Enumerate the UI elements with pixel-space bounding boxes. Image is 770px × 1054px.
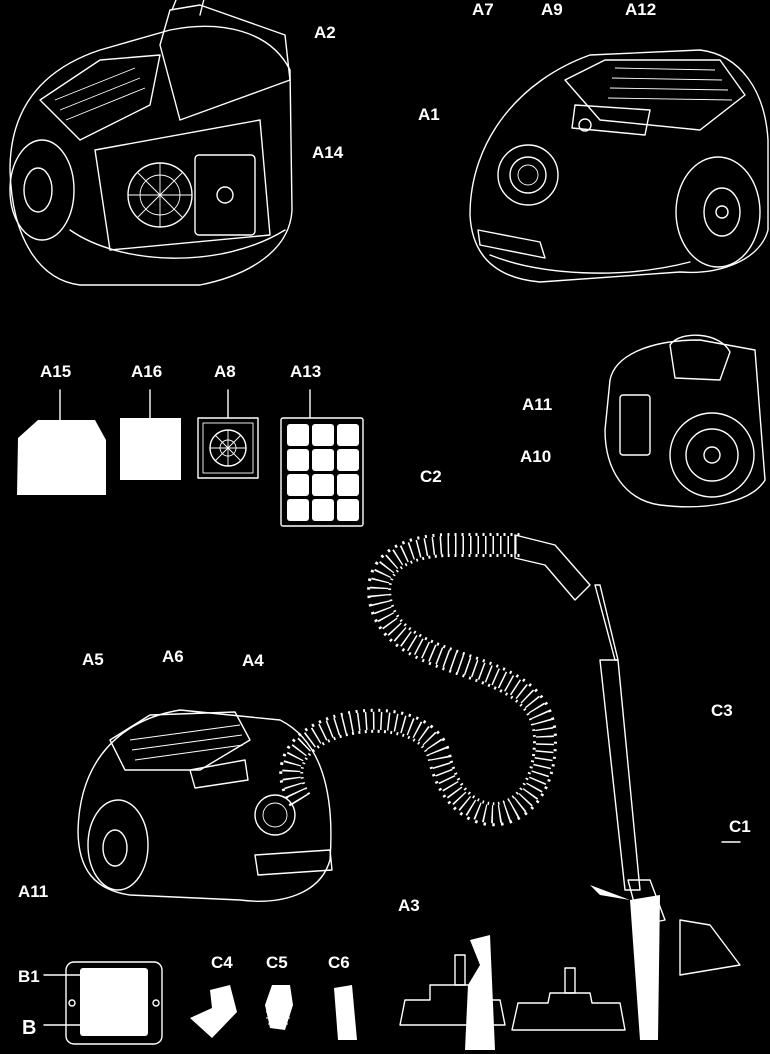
label-a15: A15 xyxy=(40,362,71,381)
label-c2: C2 xyxy=(420,467,442,486)
vacuum-open-lid-illustration xyxy=(9,0,293,286)
label-a4: A4 xyxy=(242,651,264,670)
label-b1: B1 xyxy=(18,967,40,986)
label-a6: A6 xyxy=(162,647,184,666)
filter-a16-illustration xyxy=(120,389,181,480)
nozzle-c5-illustration xyxy=(265,985,293,1030)
dust-bag-illustration xyxy=(43,961,163,1045)
label-a8: A8 xyxy=(214,362,236,381)
label-a2: A2 xyxy=(314,23,336,42)
hose-and-tube-illustration xyxy=(279,533,666,926)
vacuum-side-illustration xyxy=(77,709,333,902)
label-c1: C1 xyxy=(729,817,751,836)
label-a9: A9 xyxy=(541,0,563,19)
label-a13: A13 xyxy=(290,362,321,381)
label-c6: C6 xyxy=(328,953,350,972)
filter-a13-illustration xyxy=(280,389,364,527)
label-a7: A7 xyxy=(472,0,494,19)
label-a10: A10 xyxy=(520,447,551,466)
nozzle-c6-illustration xyxy=(334,985,357,1040)
label-a16: A16 xyxy=(131,362,162,381)
label-a14: A14 xyxy=(312,143,344,162)
label-c3: C3 xyxy=(711,701,733,720)
label-b: B xyxy=(22,1017,36,1039)
label-c4: C4 xyxy=(211,953,233,972)
filter-a8-illustration xyxy=(197,389,259,479)
label-a11-upper: A11 xyxy=(522,395,552,414)
label-a5: A5 xyxy=(82,650,104,669)
label-a12: A12 xyxy=(625,0,656,19)
label-a11-lower: A11 xyxy=(18,882,48,901)
label-a3: A3 xyxy=(398,896,420,915)
label-c5: C5 xyxy=(266,953,288,972)
floor-head-a3-illustration xyxy=(399,885,741,1050)
filter-a15-illustration xyxy=(17,389,106,495)
nozzle-c4-illustration xyxy=(190,985,237,1038)
vacuum-rear-illustration xyxy=(604,334,766,508)
vacuum-closed-front-illustration xyxy=(469,49,769,283)
label-a1: A1 xyxy=(418,105,440,124)
